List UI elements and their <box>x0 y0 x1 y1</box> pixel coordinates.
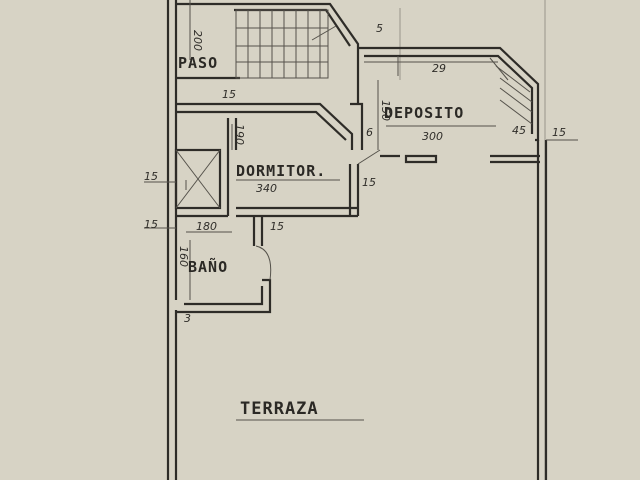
room-label-deposito: DEPOSITO <box>384 104 464 122</box>
dim-bano-wall-right: 15 <box>270 220 284 233</box>
dim-deposito-small: 5 <box>376 22 383 35</box>
dim-deposito-code: 29 <box>432 62 446 75</box>
guide-lines <box>167 0 546 480</box>
dim-paso-wall: 15 <box>222 88 236 101</box>
room-label-paso: PASO <box>178 54 218 72</box>
dim-deposito-width: 300 <box>422 130 443 143</box>
room-label-terraza: TERRAZA <box>240 399 319 419</box>
dim-deposito-height: 150 <box>379 100 392 121</box>
dim-stair-width: 200 <box>191 30 204 51</box>
dim-bano-wall-left: 15 <box>144 218 158 231</box>
dim-bottom-mark: 3 <box>184 312 191 325</box>
staircase <box>235 9 337 79</box>
dim-dorm-wall-right: 15 <box>362 176 376 189</box>
dim-bano-width: 180 <box>196 220 217 233</box>
dimension-lines <box>144 0 578 421</box>
dim-dorm-width: 340 <box>256 182 277 195</box>
dim-bano-height: 160 <box>177 246 190 267</box>
room-label-bano: BAÑO <box>188 257 228 276</box>
dim-dorm-height: 190 <box>233 124 246 145</box>
dim-corner-45: 45 <box>512 124 526 137</box>
dim-left-wall: 15 <box>144 170 158 183</box>
dim-deposito-wall: 6 <box>366 126 373 139</box>
room-label-dormitorio: DORMITOR. <box>236 162 326 180</box>
dim-right-wall: 15 <box>552 126 566 139</box>
walls <box>166 0 548 480</box>
deposito-corner-detail <box>364 56 533 125</box>
